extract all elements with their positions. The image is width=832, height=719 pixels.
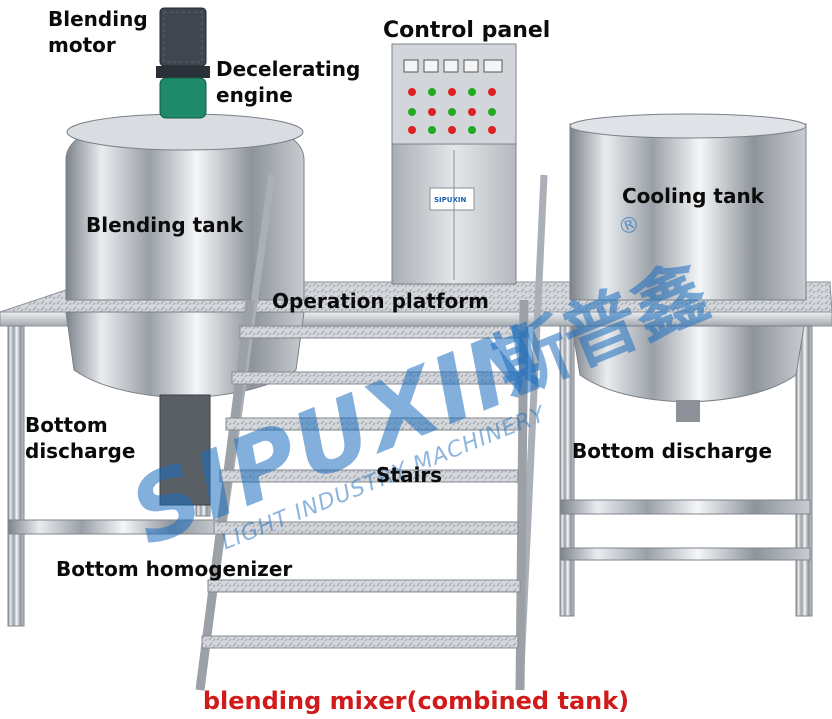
label-bottom-discharge-left: Bottom discharge xyxy=(25,413,136,463)
panel-brand-plate: SIPUXIN xyxy=(434,196,467,204)
label-control-panel: Control panel xyxy=(383,18,551,43)
bottom-homogenizer-unit xyxy=(159,394,211,506)
decelerating-engine xyxy=(156,66,210,119)
label-cooling-tank: Cooling tank xyxy=(622,184,764,208)
label-stairs: Stairs xyxy=(376,463,443,487)
label-operation-platform: Operation platform xyxy=(272,289,489,313)
blending-motor xyxy=(159,7,207,67)
support-frame xyxy=(7,325,813,627)
label-decelerating-engine: Decelerating engine xyxy=(216,57,361,107)
cooling-tank xyxy=(569,113,807,422)
label-blending-motor: Blending motor xyxy=(48,7,148,57)
stairs xyxy=(195,174,548,691)
label-blending-tank: Blending tank xyxy=(86,213,244,237)
control-panel-cabinet xyxy=(391,43,517,285)
label-bottom-homogenizer: Bottom homogenizer xyxy=(56,557,293,581)
label-bottom-discharge-right: Bottom discharge xyxy=(572,439,773,463)
image-caption: blending mixer(combined tank) xyxy=(202,687,630,715)
